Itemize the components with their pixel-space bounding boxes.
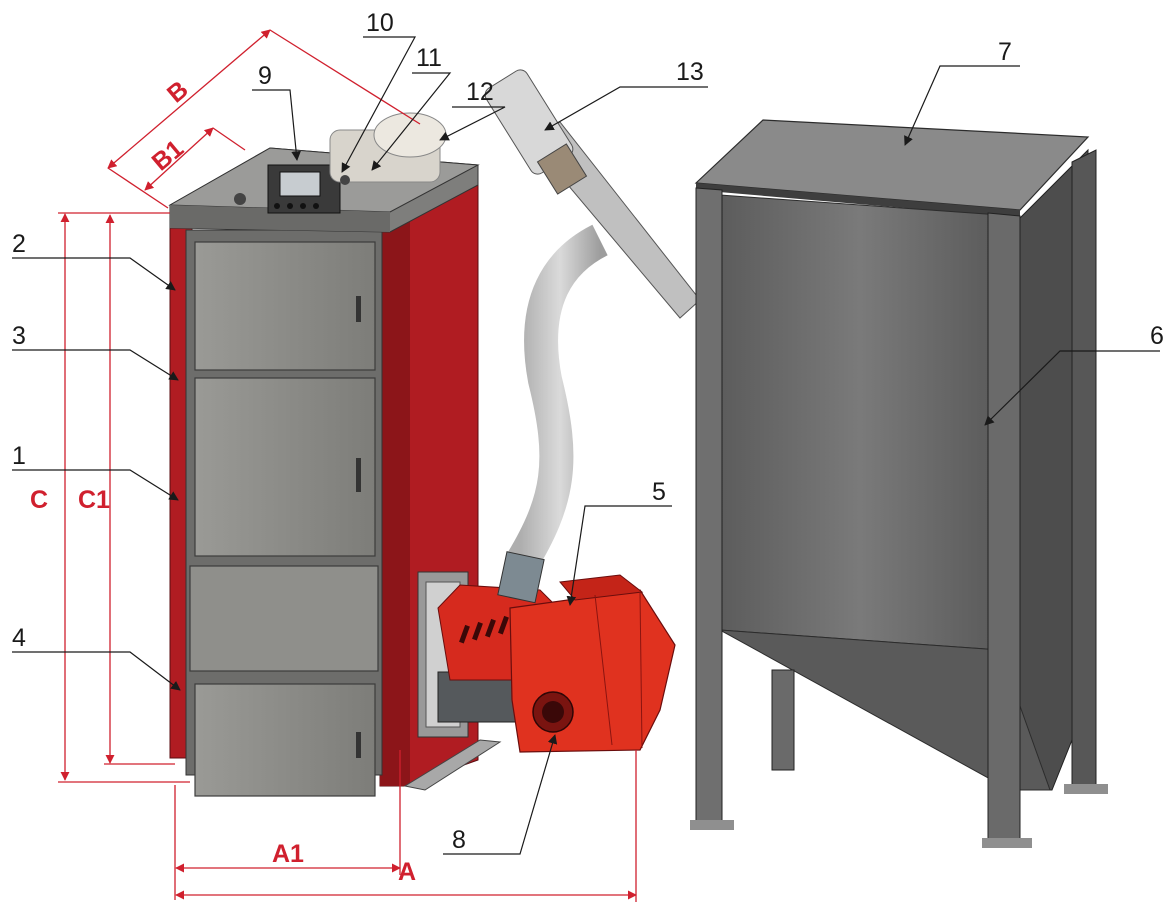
dimension-label-A1: A1 [272,840,304,868]
callout-1: 1 [12,442,26,470]
callout-4: 4 [12,624,26,652]
callout-11: 11 [416,44,442,72]
leader-lines [12,36,1160,855]
dimension-label-B: B [162,75,194,108]
callout-7: 7 [998,38,1012,66]
dimension-lines [58,29,637,902]
boiler-body [168,112,502,797]
dimension-label-B1: B1 [147,134,190,176]
callout-5: 5 [652,478,666,506]
pellet-hopper [690,119,1108,848]
callout-6: 6 [1150,322,1164,350]
callout-12: 12 [466,78,494,106]
callout-8: 8 [452,826,466,854]
callout-2: 2 [12,230,26,258]
dimension-label-C1: C1 [78,486,110,514]
callout-9: 9 [258,62,272,90]
callout-13: 13 [676,58,704,86]
callout-10: 10 [366,9,394,37]
feeder-auger [484,69,701,604]
dimension-label-C: C [30,486,48,514]
dimension-label-A: A [398,858,416,886]
pellet-burner [417,571,676,753]
callout-3: 3 [12,322,26,350]
